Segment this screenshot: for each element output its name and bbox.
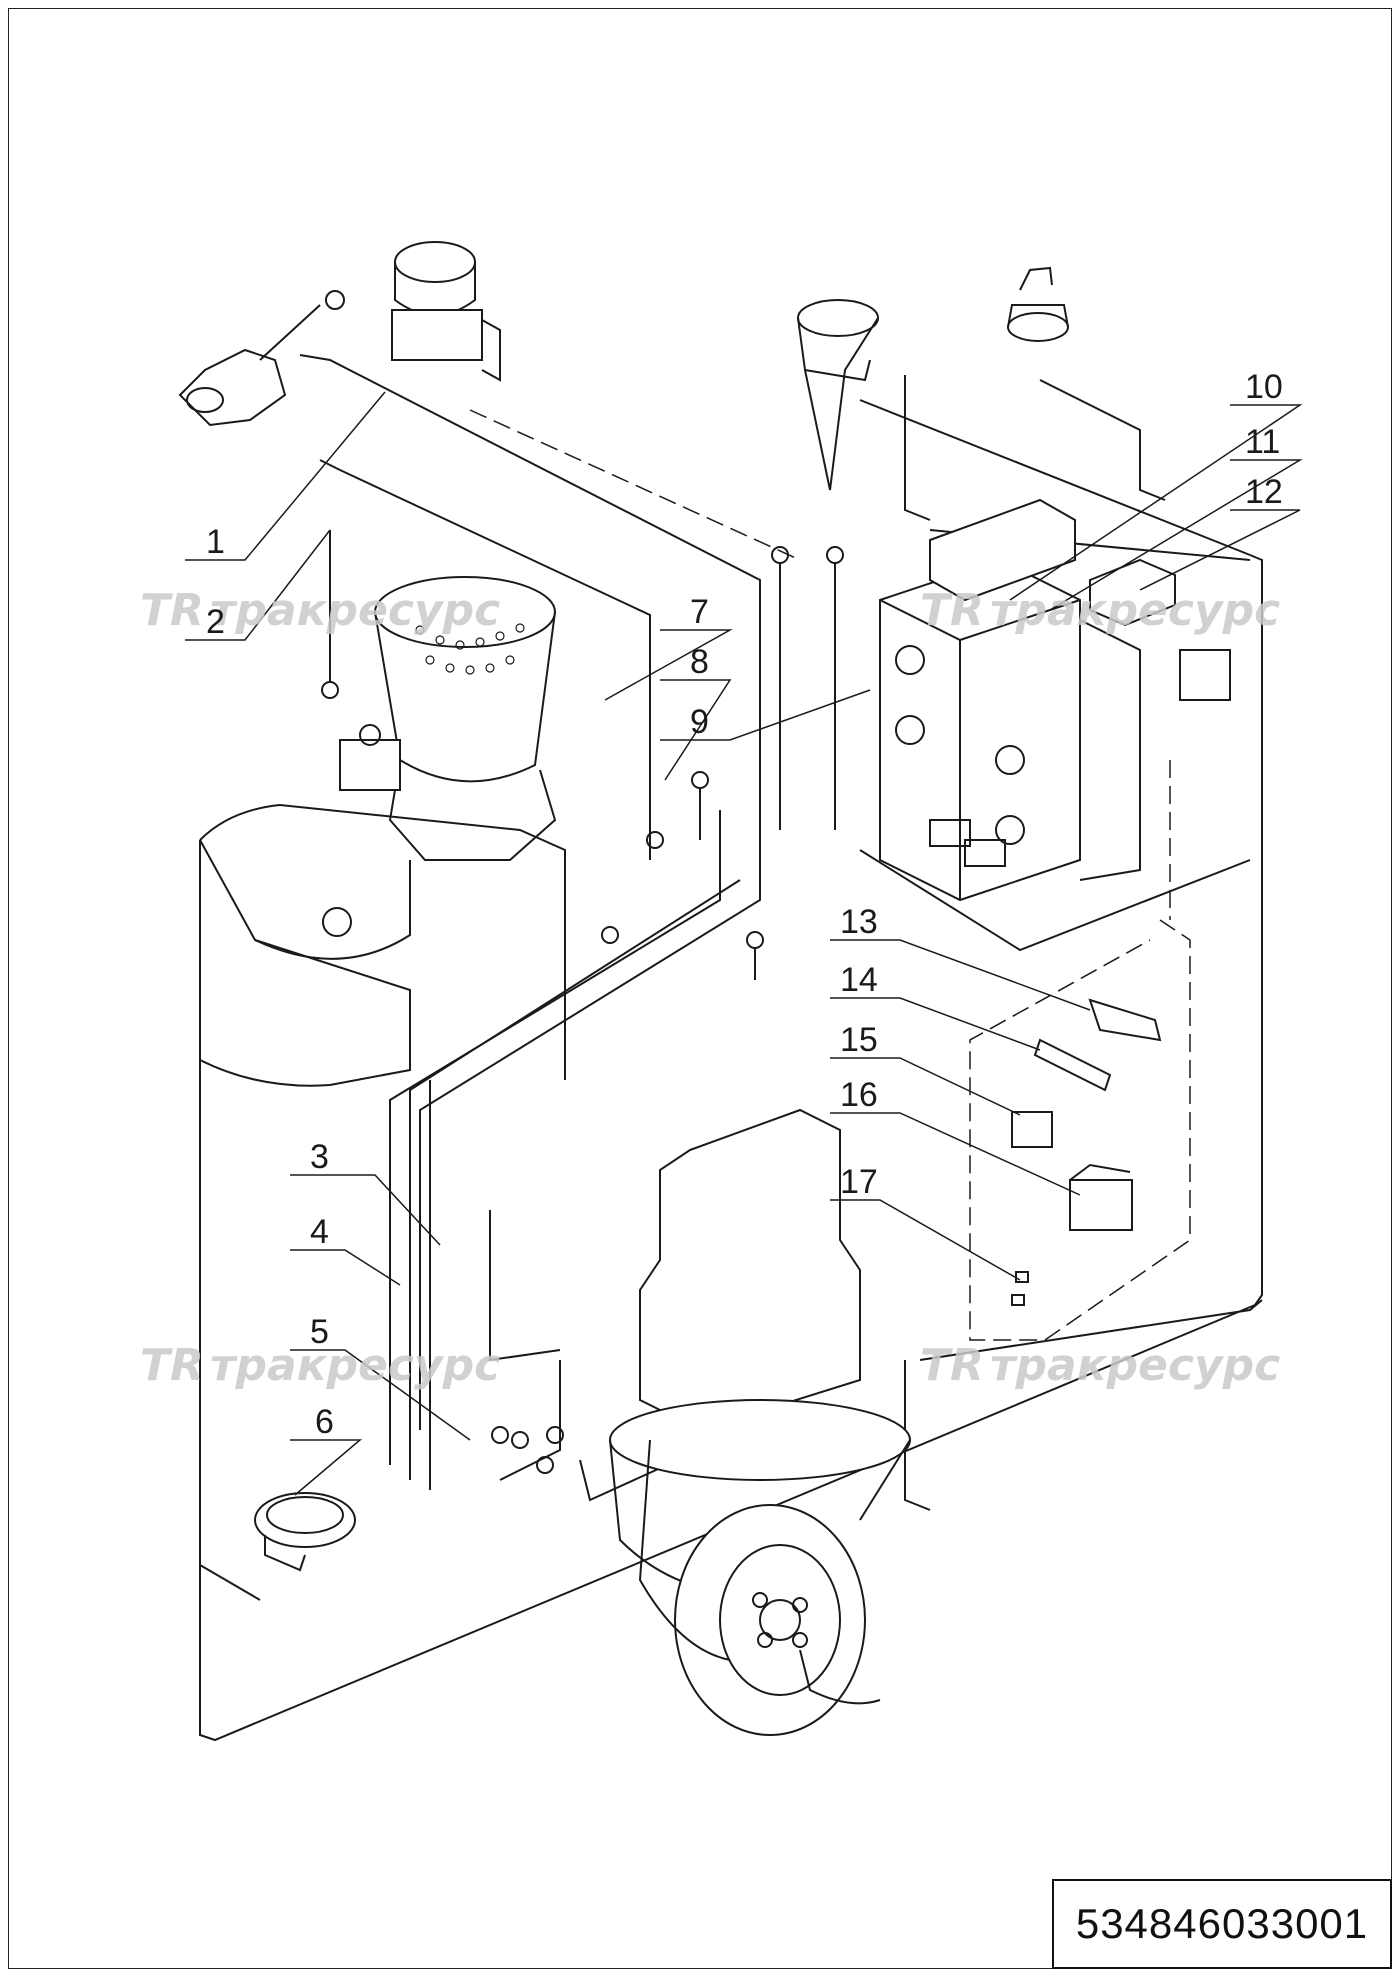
relay-large-icon: [1069, 1163, 1133, 1231]
callout-10: 10: [1245, 368, 1283, 406]
callout-2: 2: [206, 603, 225, 641]
callout-8: 8: [690, 643, 709, 681]
dashed-leads: [469, 409, 1191, 1341]
battery-connector-icon: [178, 290, 345, 427]
fuse-holder-icon: [1033, 998, 1162, 1092]
key-switch-icon: [1007, 266, 1069, 342]
indicator-lamp-icon: [797, 299, 879, 491]
callout-labels: 1 2 3 4 5 6 7 8 9 10 11 12 13 14 15 16 1…: [206, 368, 1283, 1441]
callout-17: 17: [840, 1163, 878, 1201]
watermark-logo: TR: [140, 1340, 204, 1391]
leader-lines: [185, 391, 1303, 1496]
drawing-number: 534846033001: [1052, 1879, 1392, 1969]
callout-7: 7: [690, 593, 709, 631]
callout-6: 6: [315, 1403, 334, 1441]
watermark-logo: TR: [920, 585, 984, 636]
callout-1: 1: [206, 523, 225, 561]
callout-12: 12: [1245, 473, 1283, 511]
watermark-logo: TR: [140, 585, 204, 636]
horn-icon: [254, 1492, 356, 1572]
relay-small-icon: [1011, 1111, 1053, 1148]
callout-14: 14: [840, 961, 878, 999]
callout-11: 11: [1245, 423, 1280, 461]
drawing-frame: [8, 8, 1392, 1969]
pump-motor-icon: [339, 576, 557, 861]
traction-motor-icon: [609, 1108, 911, 1736]
emergency-stop-icon: [391, 241, 501, 382]
callout-4: 4: [310, 1213, 329, 1251]
hydraulic-tank-icon: [199, 803, 566, 1087]
cable-lugs: [321, 530, 844, 1474]
callout-16: 16: [840, 1076, 878, 1114]
watermark-text: тракресурс: [210, 585, 500, 636]
watermark-text: тракресурс: [990, 1340, 1280, 1391]
watermark-logo: TR: [920, 1340, 984, 1391]
watermarks: TR тракресурс TR тракресурс TR тракресур…: [140, 585, 1280, 1391]
watermark-text: тракресурс: [210, 1340, 500, 1391]
callout-5: 5: [310, 1313, 329, 1351]
callout-15: 15: [840, 1021, 878, 1059]
wire-harness: [199, 354, 1263, 1601]
watermark-text: тракресурс: [990, 585, 1280, 636]
callout-9: 9: [690, 703, 709, 741]
callout-13: 13: [840, 903, 878, 941]
callout-3: 3: [310, 1138, 329, 1176]
contactor-icon: [929, 498, 1231, 701]
